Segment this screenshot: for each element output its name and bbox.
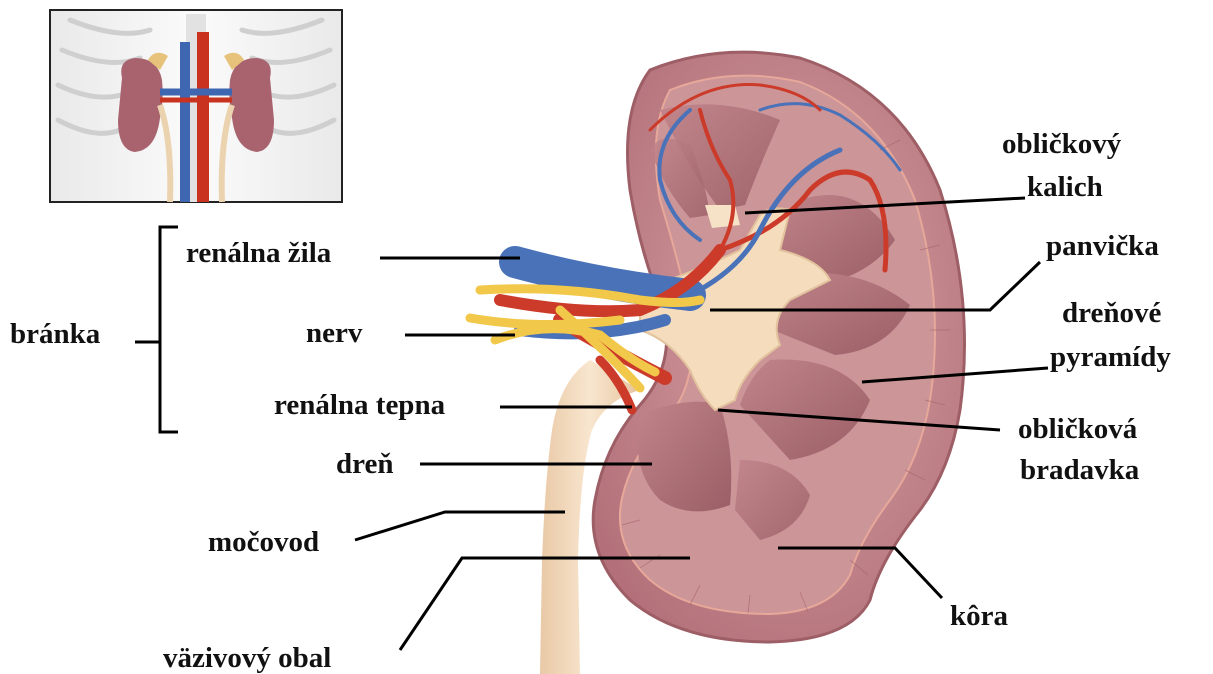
label-renalna-tepna: renálna tepna [274,389,446,421]
label-oblickovy-kalich-1: obličkový [1002,128,1122,160]
inset-torso-icon [50,10,342,202]
label-dren: dreň [336,448,393,480]
label-mocovod: močovod [208,526,319,558]
label-branka: bránka [10,318,101,350]
label-nerv: nerv [306,317,363,349]
label-renalna-zila: renálna žila [186,237,332,269]
label-drenove-pyramidy-1: dreňové [1062,297,1161,329]
kidney-cross-section [593,52,964,642]
label-vazivovy-obal: väzivový obal [163,642,331,674]
label-oblickovy-kalich-2: kalich [1027,171,1103,203]
label-drenove-pyramidy-2: pyramídy [1050,341,1171,373]
label-kora: kôra [950,600,1009,632]
label-oblickova-bradavka-2: bradavka [1020,454,1140,486]
label-oblickova-bradavka-1: obličková [1018,413,1138,445]
label-panvicka: panvička [1046,230,1159,262]
bracket-branka [160,227,178,432]
